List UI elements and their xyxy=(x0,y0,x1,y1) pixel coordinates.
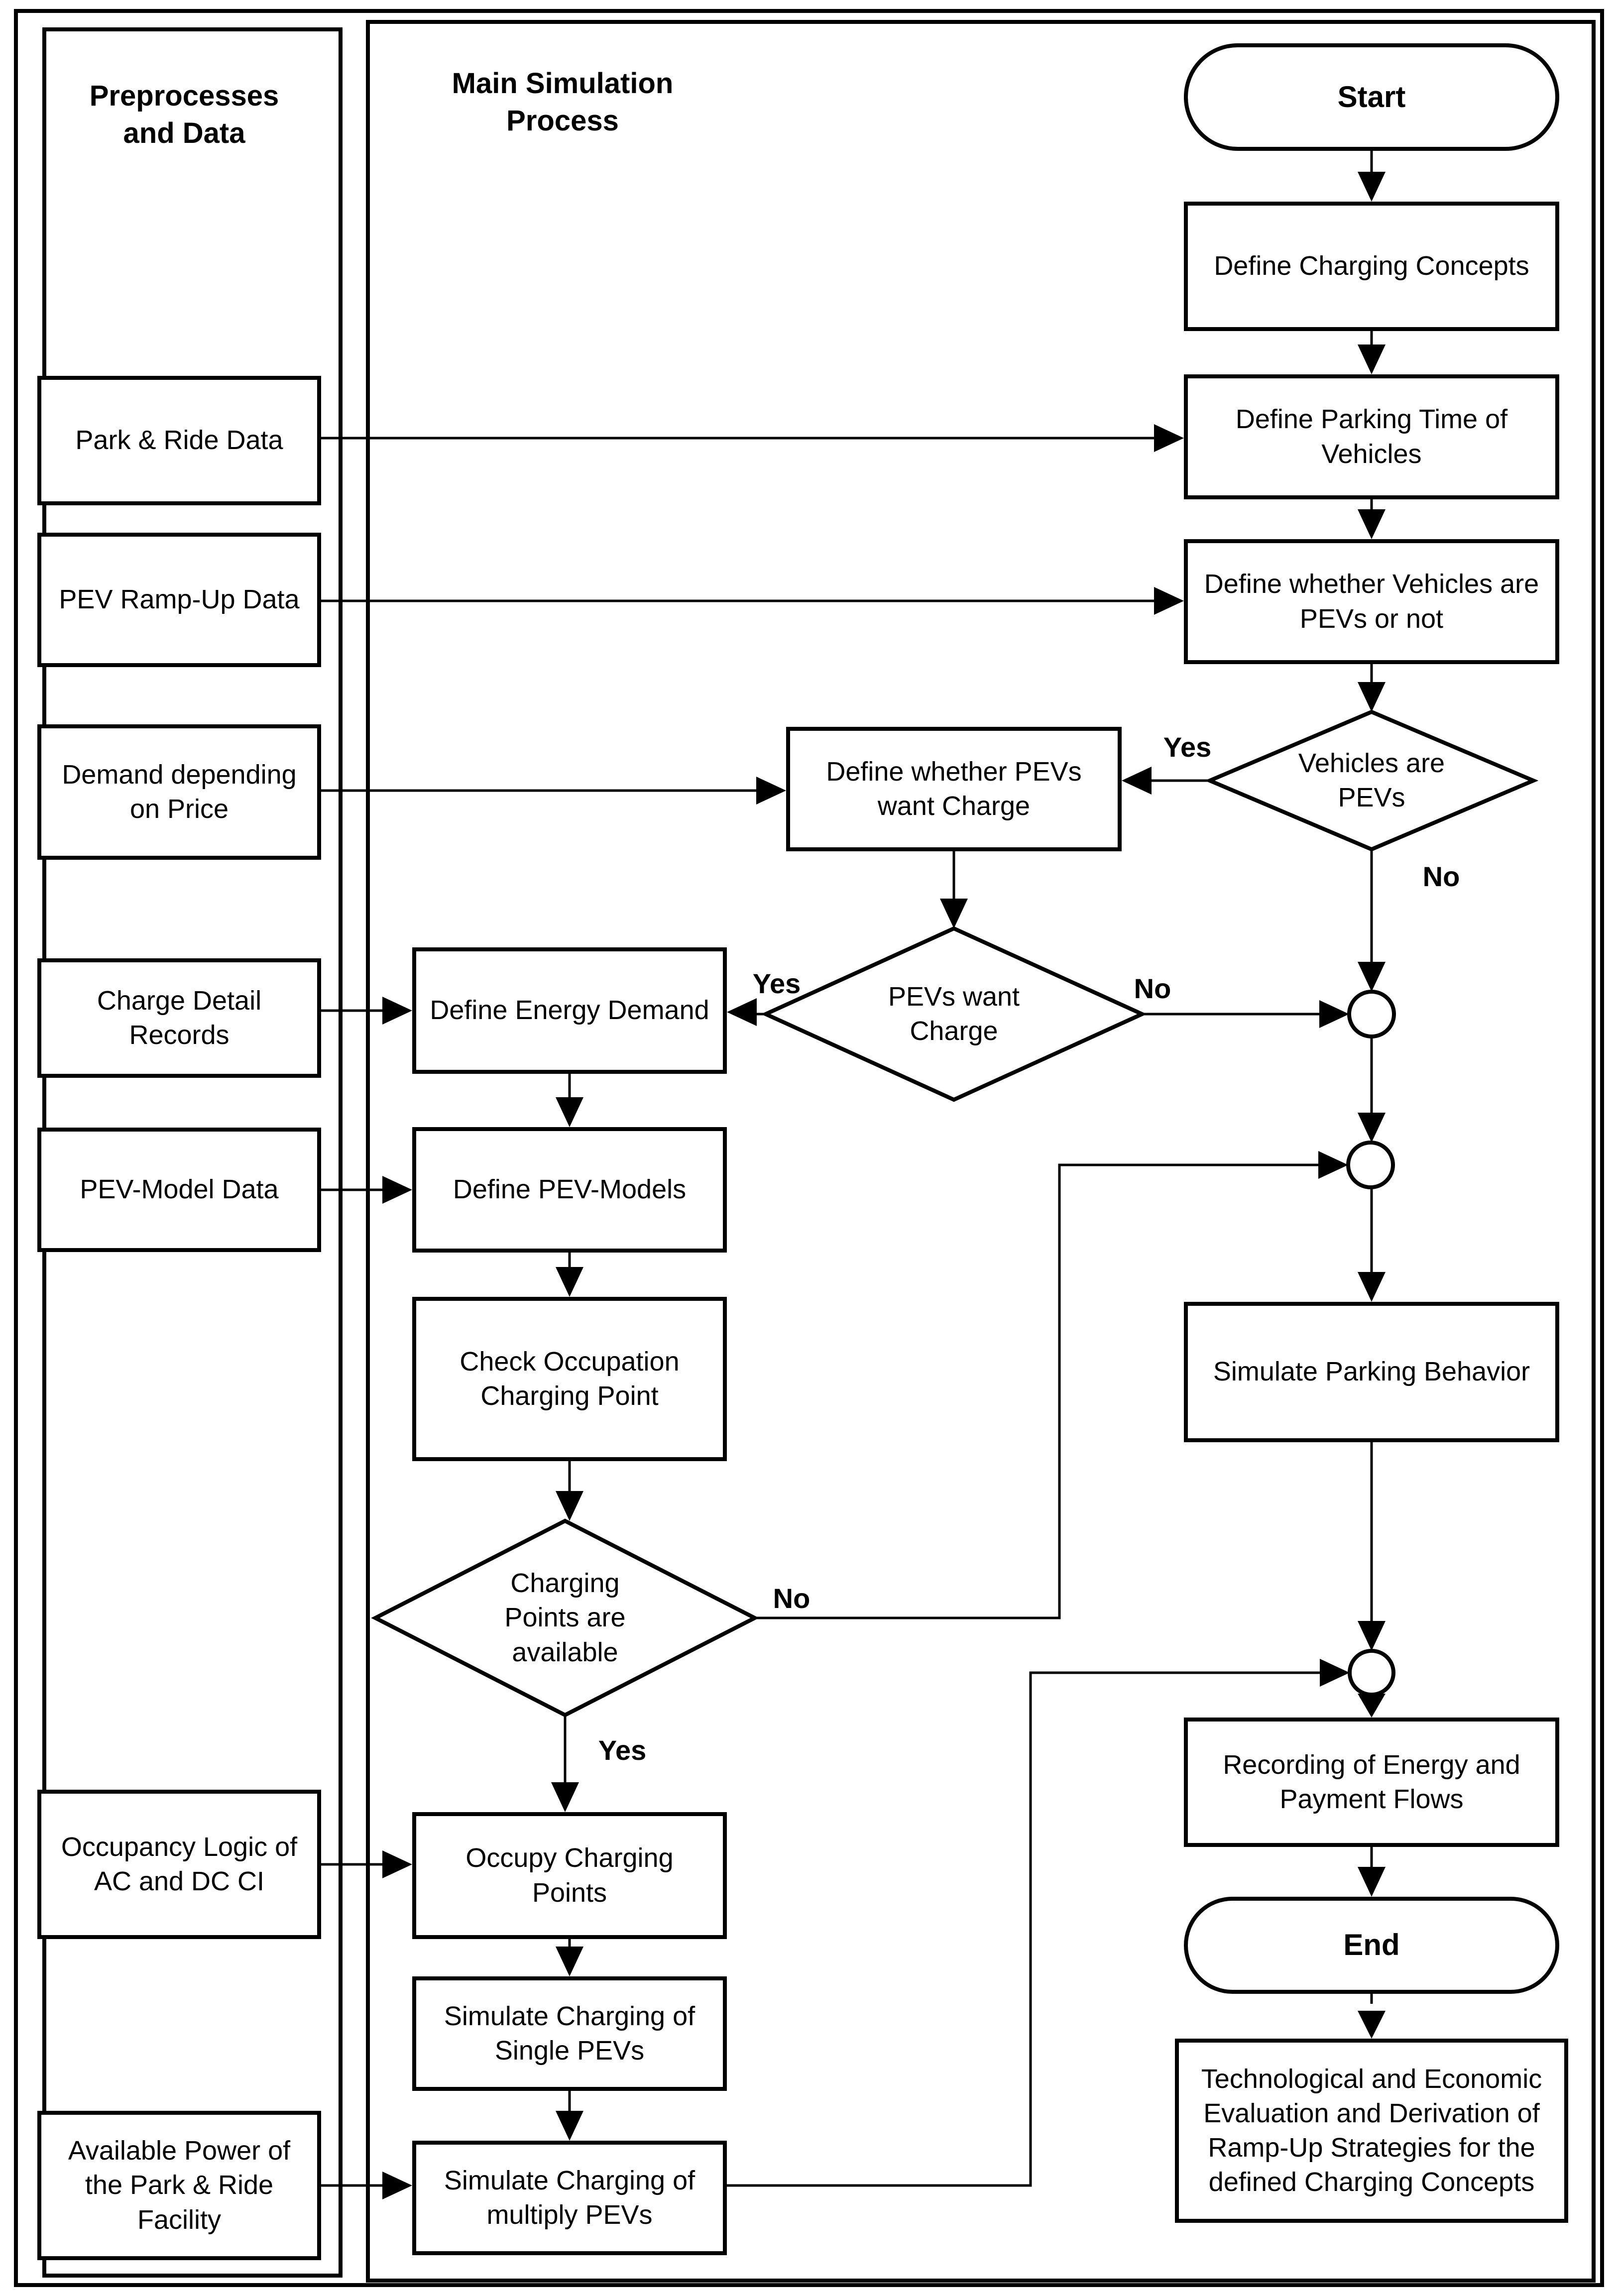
data-box-pev-model: PEV-Model Data xyxy=(37,1128,321,1252)
branch-yes-charging-points: Yes xyxy=(575,1727,670,1772)
yes-label: Yes xyxy=(752,967,801,999)
data-box-charge-detail: Charge Detail Records xyxy=(37,958,321,1078)
vehicles-are-pevs-label: Vehicles are PEVs xyxy=(1298,748,1445,812)
define-whether-pevs-label: Define whether Vehicles are PEVs or not xyxy=(1204,569,1539,634)
data-box-charge-detail-label: Charge Detail Records xyxy=(97,985,262,1050)
data-box-demand-price-label: Demand depending on Price xyxy=(62,759,297,824)
data-box-available-power: Available Power of the Park & Ride Facil… xyxy=(37,2111,321,2260)
data-box-pev-ramp-up-label: PEV Ramp-Up Data xyxy=(59,584,300,615)
simulate-single-label: Simulate Charging of Single PEVs xyxy=(444,2001,695,2066)
define-want-charge-label: Define whether PEVs want Charge xyxy=(826,756,1082,821)
branch-no-charging-points: No xyxy=(744,1576,839,1620)
process-define-parking-time: Define Parking Time of Vehicles xyxy=(1184,374,1559,499)
data-box-available-power-label: Available Power of the Park & Ride Facil… xyxy=(68,2136,291,2235)
branch-no-vehicles-are-pevs: No xyxy=(1394,854,1489,899)
end-terminal: End xyxy=(1184,1897,1559,1994)
no-label: No xyxy=(773,1582,810,1614)
process-simulate-multiple: Simulate Charging of multiply PEVs xyxy=(412,2141,727,2255)
process-define-whether-pevs: Define whether Vehicles are PEVs or not xyxy=(1184,539,1559,664)
process-recording: Recording of Energy and Payment Flows xyxy=(1184,1718,1559,1847)
left-panel-title-line2: and Data xyxy=(123,117,245,150)
branch-yes-pevs-want-charge: Yes xyxy=(729,961,824,1006)
define-parking-time-label: Define Parking Time of Vehicles xyxy=(1235,404,1508,469)
branch-yes-vehicles-are-pevs: Yes xyxy=(1140,724,1235,769)
main-panel-title-line1: Main Simulation xyxy=(452,67,674,100)
data-box-pev-model-label: PEV-Model Data xyxy=(80,1174,279,1205)
main-panel-title-line2: Process xyxy=(506,105,619,137)
process-simulate-single: Simulate Charging of Single PEVs xyxy=(412,1976,727,2091)
process-define-energy-demand: Define Energy Demand xyxy=(412,947,727,1074)
start-label: Start xyxy=(1337,80,1406,114)
decision-pevs-want-charge: PEVs want Charge xyxy=(879,954,1029,1074)
process-simulate-parking: Simulate Parking Behavior xyxy=(1184,1302,1559,1442)
no-label: No xyxy=(1134,972,1171,1004)
left-panel-title-line1: Preprocesses xyxy=(89,80,279,112)
data-box-occupancy-logic: Occupancy Logic of AC and DC CI xyxy=(37,1790,321,1939)
tech-eval-label: Technological and Economic Evaluation an… xyxy=(1201,2064,1542,2197)
main-panel-title: Main Simulation Process xyxy=(403,65,722,140)
simulate-multiple-label: Simulate Charging of multiply PEVs xyxy=(444,2165,695,2230)
yes-label: Yes xyxy=(598,1734,647,1766)
process-define-want-charge: Define whether PEVs want Charge xyxy=(786,727,1122,851)
main-simulation-panel xyxy=(366,20,1596,2283)
recording-label: Recording of Energy and Payment Flows xyxy=(1223,1749,1520,1814)
start-terminal: Start xyxy=(1184,43,1559,151)
data-box-park-ride-label: Park & Ride Data xyxy=(75,425,283,456)
define-energy-demand-label: Define Energy Demand xyxy=(430,995,709,1026)
check-occupation-label: Check Occupation Charging Point xyxy=(460,1346,680,1411)
process-tech-eval: Technological and Economic Evaluation an… xyxy=(1175,2039,1568,2223)
pevs-want-charge-label: PEVs want Charge xyxy=(888,981,1020,1046)
define-charging-concepts-label: Define Charging Concepts xyxy=(1214,251,1529,281)
no-label: No xyxy=(1422,860,1460,892)
branch-no-pevs-want-charge: No xyxy=(1105,966,1200,1011)
yes-label: Yes xyxy=(1163,731,1212,763)
simulate-parking-label: Simulate Parking Behavior xyxy=(1213,1357,1530,1387)
charging-points-available-label: Charging Points are available xyxy=(504,1568,626,1667)
data-box-park-ride: Park & Ride Data xyxy=(37,376,321,505)
process-check-occupation: Check Occupation Charging Point xyxy=(412,1297,727,1461)
data-box-occupancy-logic-label: Occupancy Logic of AC and DC CI xyxy=(61,1832,298,1896)
data-box-pev-ramp-up: PEV Ramp-Up Data xyxy=(37,533,321,667)
process-define-pev-models: Define PEV-Models xyxy=(412,1127,727,1253)
left-panel-title: Preprocesses and Data xyxy=(50,77,319,152)
decision-charging-points-available: Charging Points are available xyxy=(498,1551,632,1685)
end-label: End xyxy=(1343,1928,1400,1962)
process-occupy-points: Occupy Charging Points xyxy=(412,1812,727,1939)
occupy-points-label: Occupy Charging Points xyxy=(465,1843,674,1908)
data-box-demand-price: Demand depending on Price xyxy=(37,724,321,860)
define-pev-models-label: Define PEV-Models xyxy=(453,1174,687,1205)
decision-vehicles-are-pevs: Vehicles are PEVs xyxy=(1297,721,1446,840)
page-border xyxy=(14,9,1604,2287)
process-define-charging-concepts: Define Charging Concepts xyxy=(1184,202,1559,331)
